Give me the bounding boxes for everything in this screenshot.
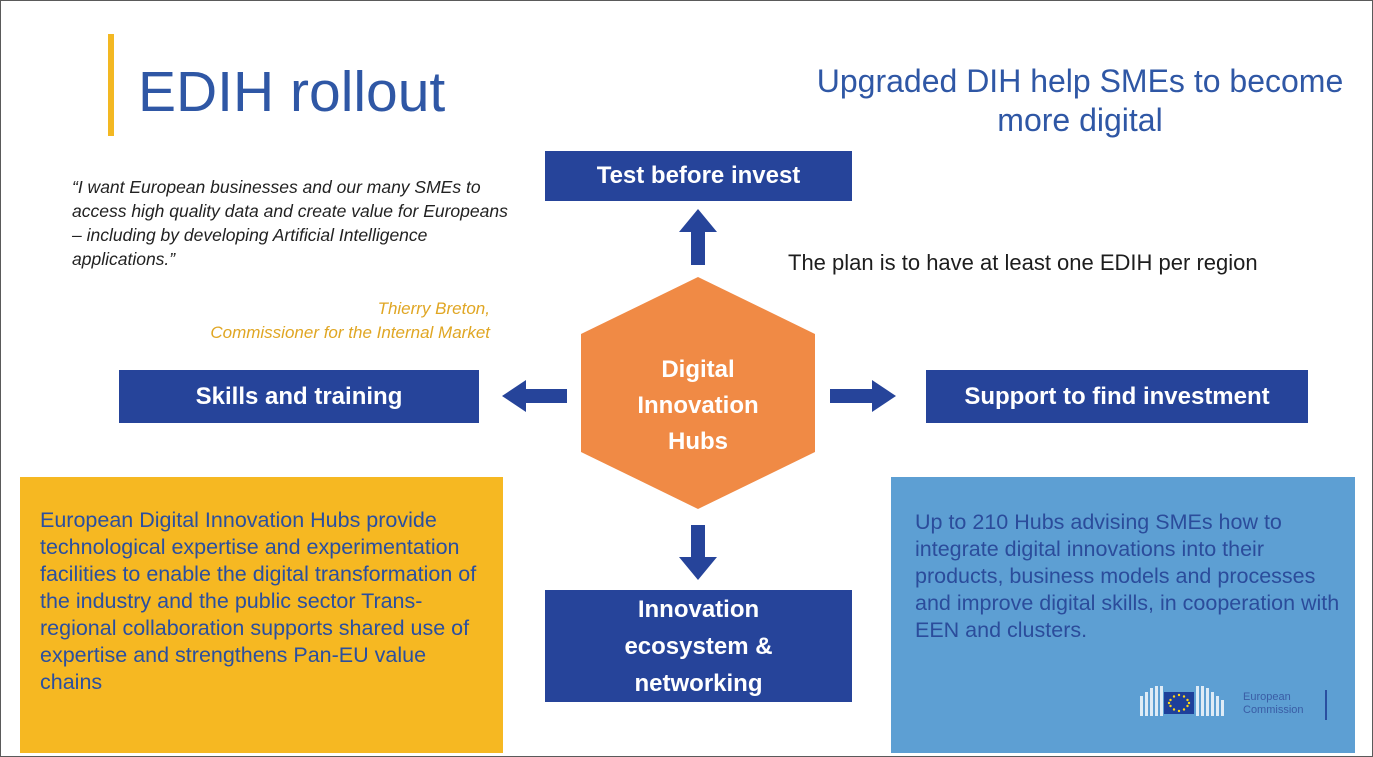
ecosystem-line-1: Innovation <box>637 595 760 623</box>
service-box-innovation-ecosystem: Innovation ecosystem & networking <box>545 590 852 702</box>
european-commission-wordmark: European Commission <box>1243 691 1304 717</box>
service-box-test-before-invest: Test before invest <box>545 151 852 201</box>
service-label-test-before-invest: Test before invest <box>596 162 801 189</box>
slide-title: EDIH rollout <box>138 60 446 124</box>
ecosystem-line-3: networking <box>634 669 763 697</box>
service-label-support-investment: Support to find investment <box>964 382 1270 410</box>
logo-line-2: Commission <box>1243 704 1304 716</box>
hubs-description-panel <box>891 477 1355 753</box>
service-label-innovation-ecosystem: Innovation ecosystem & networking <box>624 591 772 702</box>
hub-label: Digital Innovation Hubs <box>588 352 808 460</box>
service-label-skills-and-training: Skills and training <box>195 382 403 410</box>
edih-description-text: European Digital Innovation Hubs provide… <box>40 508 477 694</box>
quote-author-name: Thierry Breton, <box>377 299 490 318</box>
logo-divider <box>1325 690 1327 720</box>
quote-author-role: Commissioner for the Internal Market <box>210 323 490 342</box>
quote-text: “I want European businesses and our many… <box>72 177 508 269</box>
arrow-down <box>679 525 717 580</box>
arrow-left <box>502 380 567 412</box>
hub-label-line-1: Digital <box>661 356 735 383</box>
hub-label-line-2: Innovation <box>637 392 759 419</box>
logo-line-1: European <box>1243 691 1291 703</box>
hub-label-line-3: Hubs <box>668 428 728 455</box>
service-box-skills-and-training: Skills and training <box>119 370 479 423</box>
plan-statement: The plan is to have at least one EDIH pe… <box>788 250 1258 275</box>
european-commission-logo <box>1140 686 1224 716</box>
service-box-support-investment: Support to find investment <box>926 370 1308 423</box>
hubs-description-text: Up to 210 Hubs advising SMEs how to inte… <box>915 510 1340 642</box>
arrow-up <box>679 209 717 265</box>
ecosystem-line-2: ecosystem & <box>624 632 773 660</box>
arrow-right <box>830 380 896 412</box>
slide-subtitle: Upgraded DIH help SMEs to become more di… <box>816 63 1344 138</box>
edih-description-panel <box>20 477 503 753</box>
quote-attribution: Thierry Breton, Commissioner for the Int… <box>150 297 490 345</box>
title-accent-bar <box>108 34 114 136</box>
